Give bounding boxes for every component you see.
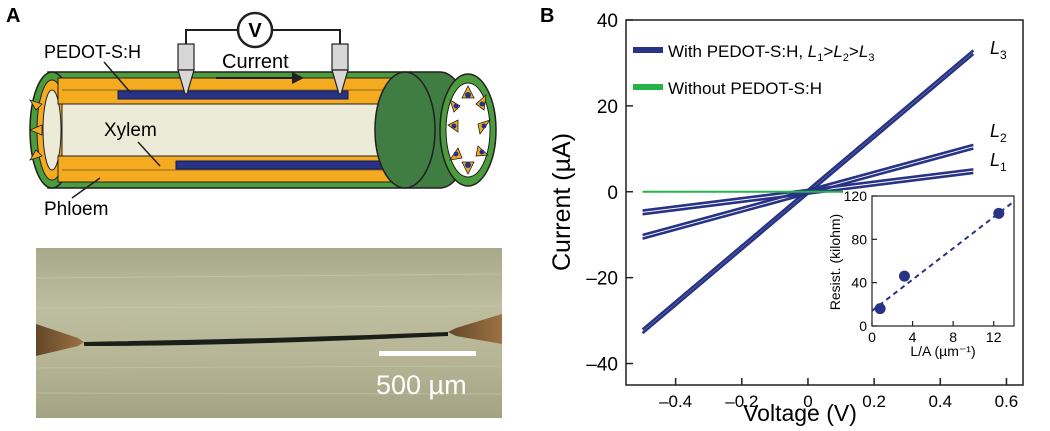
y-tick-label: –40 <box>586 355 618 376</box>
x-axis-title: Voltage (V) <box>743 400 857 426</box>
electrode-probe-right <box>331 43 349 95</box>
x-tick-label: 0.2 <box>862 392 886 411</box>
inset-fit-line <box>871 200 1015 312</box>
label-current: Current <box>222 51 289 73</box>
panel-b-label: B <box>540 5 554 27</box>
curve-label-l1: L1 <box>990 150 1007 174</box>
inset-x-tick-label: 4 <box>909 329 917 345</box>
series-line-l1-return <box>642 171 974 216</box>
stem-schematic <box>28 71 497 189</box>
x-tick-label: –0.2 <box>725 392 758 411</box>
inset-x-tick-label: 8 <box>949 329 957 345</box>
inset-y-tick-label: 120 <box>844 188 868 204</box>
inset-y-tick-label: 40 <box>851 275 867 291</box>
inset-x-tick-label: 12 <box>986 329 1002 345</box>
y-tick-label: –20 <box>586 269 618 290</box>
legend: With PEDOT-S:H, L1>L2>L3 Without PEDOT-S… <box>633 42 874 98</box>
label-pedot: PEDOT-S:H <box>44 42 141 62</box>
y-tick-label: 0 <box>607 183 618 204</box>
inset-y-tick-label: 80 <box>851 231 867 247</box>
y-tick-label: 40 <box>597 11 618 32</box>
inset-series <box>871 200 1015 315</box>
xylem-leader <box>137 141 161 167</box>
series-line-l1 <box>642 168 974 212</box>
x-tick-label: 0 <box>803 392 812 411</box>
inset-x-tick-label: 0 <box>868 329 876 345</box>
y-axis-title: Current (µA) <box>548 133 576 271</box>
legend-entry-with: With PEDOT-S:H, L1>L2>L3 <box>668 42 874 64</box>
voltmeter-symbol: V <box>248 20 262 42</box>
main-series <box>641 49 975 335</box>
voltmeter-icon <box>236 11 274 49</box>
label-phloem: Phloem <box>44 199 108 220</box>
y-tick-label: 20 <box>597 97 618 118</box>
pedot-wire-top <box>117 90 349 100</box>
inset-x-title: L/A (µm⁻¹) <box>910 343 975 359</box>
inset-data-point <box>874 303 886 315</box>
x-tick-label: 0.6 <box>995 392 1019 411</box>
current-arrow <box>216 72 304 84</box>
plot-frame <box>625 19 1024 386</box>
x-tick-label: 0.4 <box>928 392 952 411</box>
curve-label-l2: L2 <box>990 121 1007 145</box>
inset-data-point <box>993 207 1005 219</box>
phloem-leader <box>71 177 101 199</box>
label-xylem: Xylem <box>104 120 157 141</box>
inset-data-point <box>898 270 910 282</box>
inset-frame <box>871 195 1015 327</box>
inset-y-tick-label: 0 <box>859 318 867 334</box>
electrode-probe-left <box>177 43 195 95</box>
curve-label-l3: L3 <box>990 38 1007 62</box>
inset-y-title: Resist. (kilohm) <box>827 214 843 310</box>
panel-a-label: A <box>6 5 20 27</box>
legend-entry-without: Without PEDOT-S:H <box>668 79 822 98</box>
micrograph-image <box>36 248 502 418</box>
inset-background <box>843 190 1015 332</box>
x-tick-label: –0.4 <box>659 392 692 411</box>
pedot-leader <box>103 61 131 93</box>
